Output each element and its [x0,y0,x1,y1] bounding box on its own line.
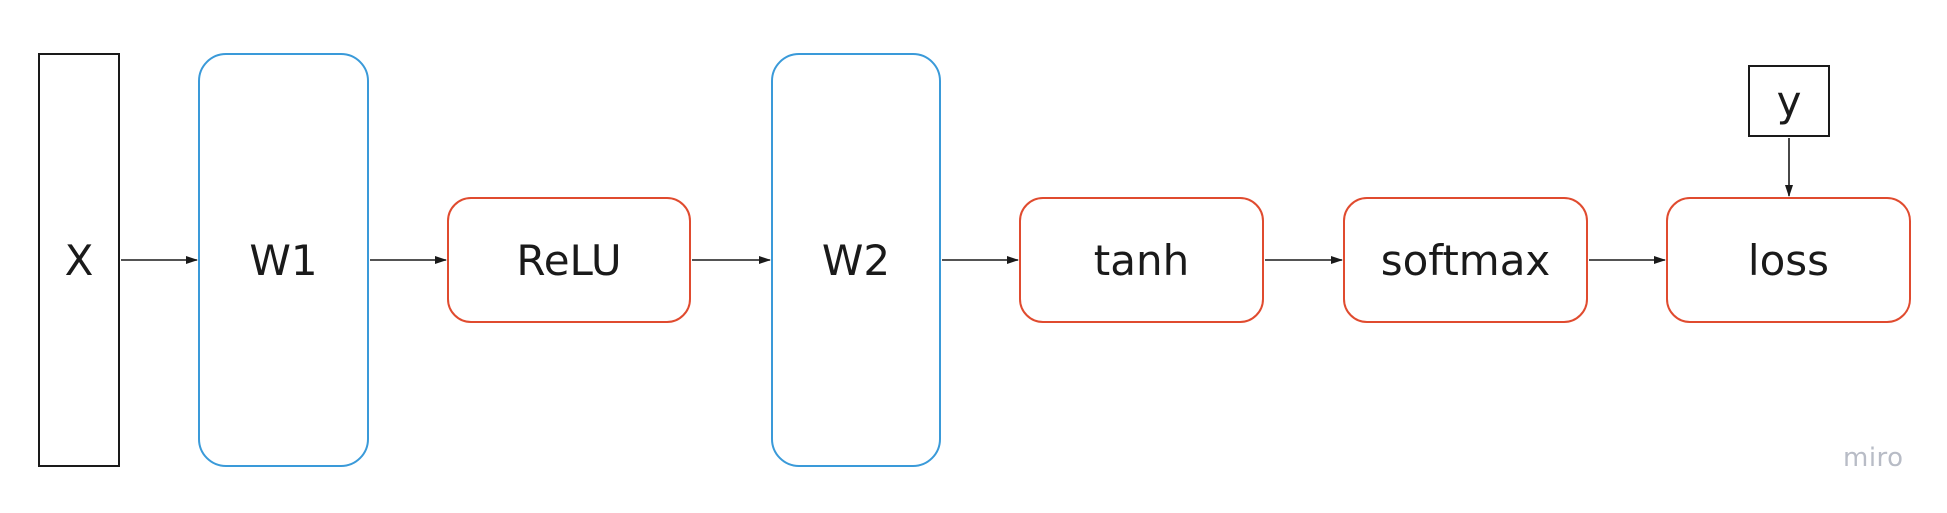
node-tanh-label: tanh [1093,235,1190,285]
node-tanh[interactable]: tanh [1019,197,1264,323]
node-x[interactable]: X [38,53,120,467]
node-w1-label: W1 [249,235,318,285]
miro-watermark: miro [1843,443,1904,473]
node-w1[interactable]: W1 [198,53,369,467]
node-loss[interactable]: loss [1666,197,1911,323]
node-relu-label: ReLU [516,235,622,285]
node-y[interactable]: y [1748,65,1830,137]
node-loss-label: loss [1747,235,1830,285]
node-y-label: y [1776,76,1802,126]
node-w2[interactable]: W2 [771,53,941,467]
node-relu[interactable]: ReLU [447,197,691,323]
node-x-label: X [64,235,94,285]
node-softmax-label: softmax [1380,235,1551,285]
node-softmax[interactable]: softmax [1343,197,1588,323]
node-w2-label: W2 [821,235,891,285]
